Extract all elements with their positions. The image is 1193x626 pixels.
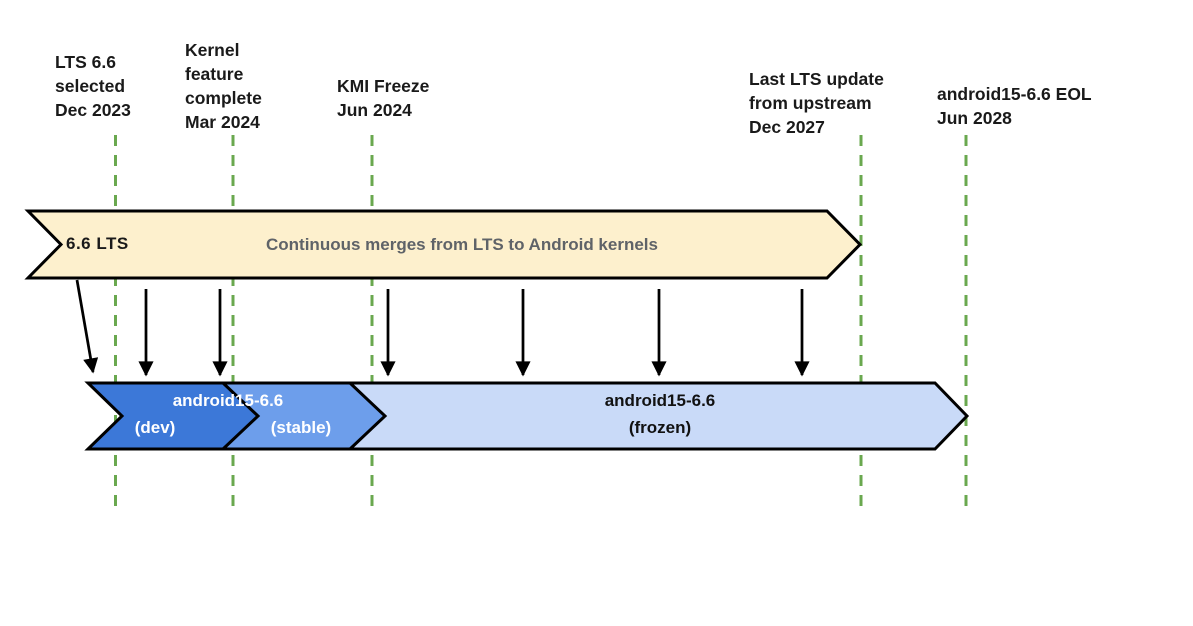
lts-banner-version: 6.6 LTS bbox=[66, 234, 129, 253]
branch-arrow bbox=[75, 279, 99, 374]
lts-banner-description: Continuous merges from LTS to Android ke… bbox=[266, 235, 658, 254]
android-banner-title: android15-6.6 bbox=[172, 391, 284, 410]
milestone-label-lts-selected: LTS 6.6 selected Dec 2023 bbox=[55, 52, 131, 120]
frozen-segment-label: (frozen) bbox=[628, 418, 692, 437]
stable-segment-label: (stable) bbox=[270, 418, 332, 437]
milestone-label-last-lts-update: Last LTS update from upstream Dec 2027 bbox=[749, 69, 884, 137]
dev-segment-label: (dev) bbox=[134, 418, 176, 437]
dev-segment-shape bbox=[84, 381, 261, 451]
milestone-label-kmi-freeze: KMI Freeze Jun 2024 bbox=[337, 76, 430, 120]
frozen-segment-title: android15-6.6 bbox=[604, 391, 716, 410]
lts-banner-shape bbox=[24, 209, 863, 280]
milestone-label-feature-complete: Kernel feature complete Mar 2024 bbox=[185, 40, 262, 132]
milestone-label-eol: android15-6.6 EOL Jun 2028 bbox=[937, 84, 1092, 128]
